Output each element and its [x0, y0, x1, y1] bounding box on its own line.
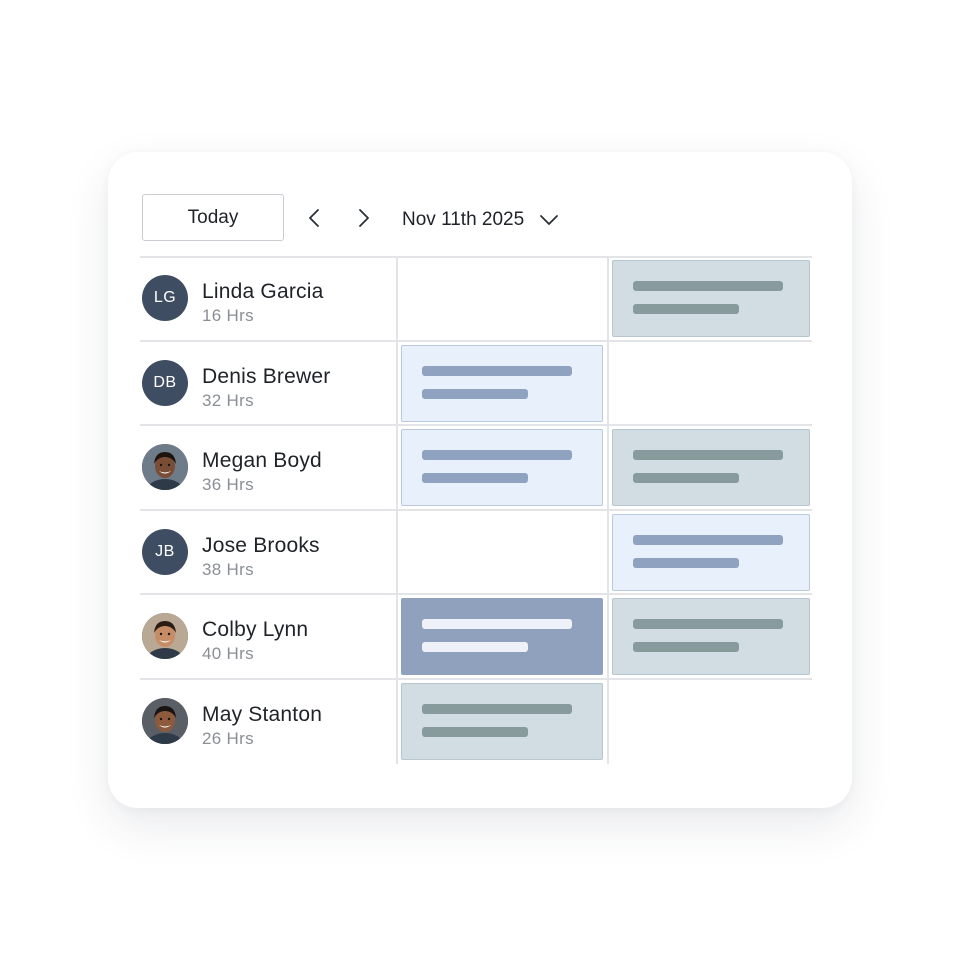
- employee-hours: 26 Hrs: [202, 729, 254, 748]
- employee-hours: 40 Hrs: [202, 644, 254, 663]
- avatar: LG: [142, 275, 188, 321]
- date-picker[interactable]: Nov 11th 2025: [402, 206, 560, 234]
- today-button[interactable]: Today: [142, 194, 284, 241]
- shift-title-placeholder: [633, 450, 783, 460]
- employee-name: Megan Boyd: [202, 449, 322, 472]
- chevron-left-icon: [309, 209, 319, 227]
- shift-block[interactable]: [401, 598, 603, 675]
- employee-hours: 38 Hrs: [202, 560, 254, 579]
- chevron-down-icon: [538, 209, 560, 231]
- shift-time-placeholder: [633, 558, 739, 568]
- shift-time-placeholder: [422, 642, 528, 652]
- employee-row[interactable]: Colby Lynn 40 Hrs: [140, 594, 396, 678]
- shift-block[interactable]: [612, 429, 810, 506]
- shift-time-placeholder: [422, 727, 528, 737]
- shift-block[interactable]: [612, 514, 810, 591]
- next-day-button[interactable]: [350, 204, 378, 232]
- chevron-right-icon: [359, 209, 369, 227]
- shift-title-placeholder: [422, 619, 572, 629]
- date-label: Nov 11th 2025: [402, 209, 525, 230]
- row-divider: [140, 340, 812, 342]
- column-divider: [396, 256, 398, 764]
- shift-time-placeholder: [633, 642, 739, 652]
- shift-block[interactable]: [401, 345, 603, 422]
- employee-name: Denis Brewer: [202, 365, 331, 388]
- shift-block[interactable]: [612, 598, 810, 675]
- row-divider: [140, 593, 812, 595]
- employee-name: May Stanton: [202, 703, 323, 726]
- row-divider: [140, 424, 812, 426]
- employee-hours: 36 Hrs: [202, 475, 254, 494]
- shift-block[interactable]: [401, 683, 603, 760]
- avatar-photo-icon: [142, 444, 188, 490]
- shift-time-placeholder: [422, 473, 528, 483]
- shift-title-placeholder: [422, 366, 572, 376]
- employee-row[interactable]: May Stanton 26 Hrs: [140, 679, 396, 763]
- column-divider: [607, 256, 609, 764]
- employee-name: Jose Brooks: [202, 534, 320, 557]
- row-divider: [140, 256, 812, 258]
- avatar: JB: [142, 529, 188, 575]
- avatar-photo-icon: [142, 613, 188, 659]
- previous-day-button[interactable]: [300, 204, 328, 232]
- row-divider: [140, 678, 812, 680]
- shift-time-placeholder: [633, 304, 739, 314]
- employee-row[interactable]: JB Jose Brooks 38 Hrs: [140, 510, 396, 594]
- employee-row[interactable]: DB Denis Brewer 32 Hrs: [140, 341, 396, 425]
- employee-hours: 16 Hrs: [202, 306, 254, 325]
- row-divider: [140, 509, 812, 511]
- avatar-photo-icon: [142, 698, 188, 744]
- shift-block[interactable]: [612, 260, 810, 337]
- shift-title-placeholder: [633, 535, 783, 545]
- employee-hours: 32 Hrs: [202, 391, 254, 410]
- shift-block[interactable]: [401, 429, 603, 506]
- avatar: [142, 444, 188, 490]
- avatar: DB: [142, 360, 188, 406]
- employee-row[interactable]: Megan Boyd 36 Hrs: [140, 425, 396, 509]
- shift-title-placeholder: [422, 450, 572, 460]
- shift-time-placeholder: [422, 389, 528, 399]
- shift-title-placeholder: [633, 281, 783, 291]
- shift-time-placeholder: [633, 473, 739, 483]
- avatar: [142, 613, 188, 659]
- shift-title-placeholder: [422, 704, 572, 714]
- avatar: [142, 698, 188, 744]
- employee-name: Linda Garcia: [202, 280, 324, 303]
- shift-title-placeholder: [633, 619, 783, 629]
- employee-row[interactable]: LG Linda Garcia 16 Hrs: [140, 256, 396, 340]
- employee-name: Colby Lynn: [202, 618, 309, 641]
